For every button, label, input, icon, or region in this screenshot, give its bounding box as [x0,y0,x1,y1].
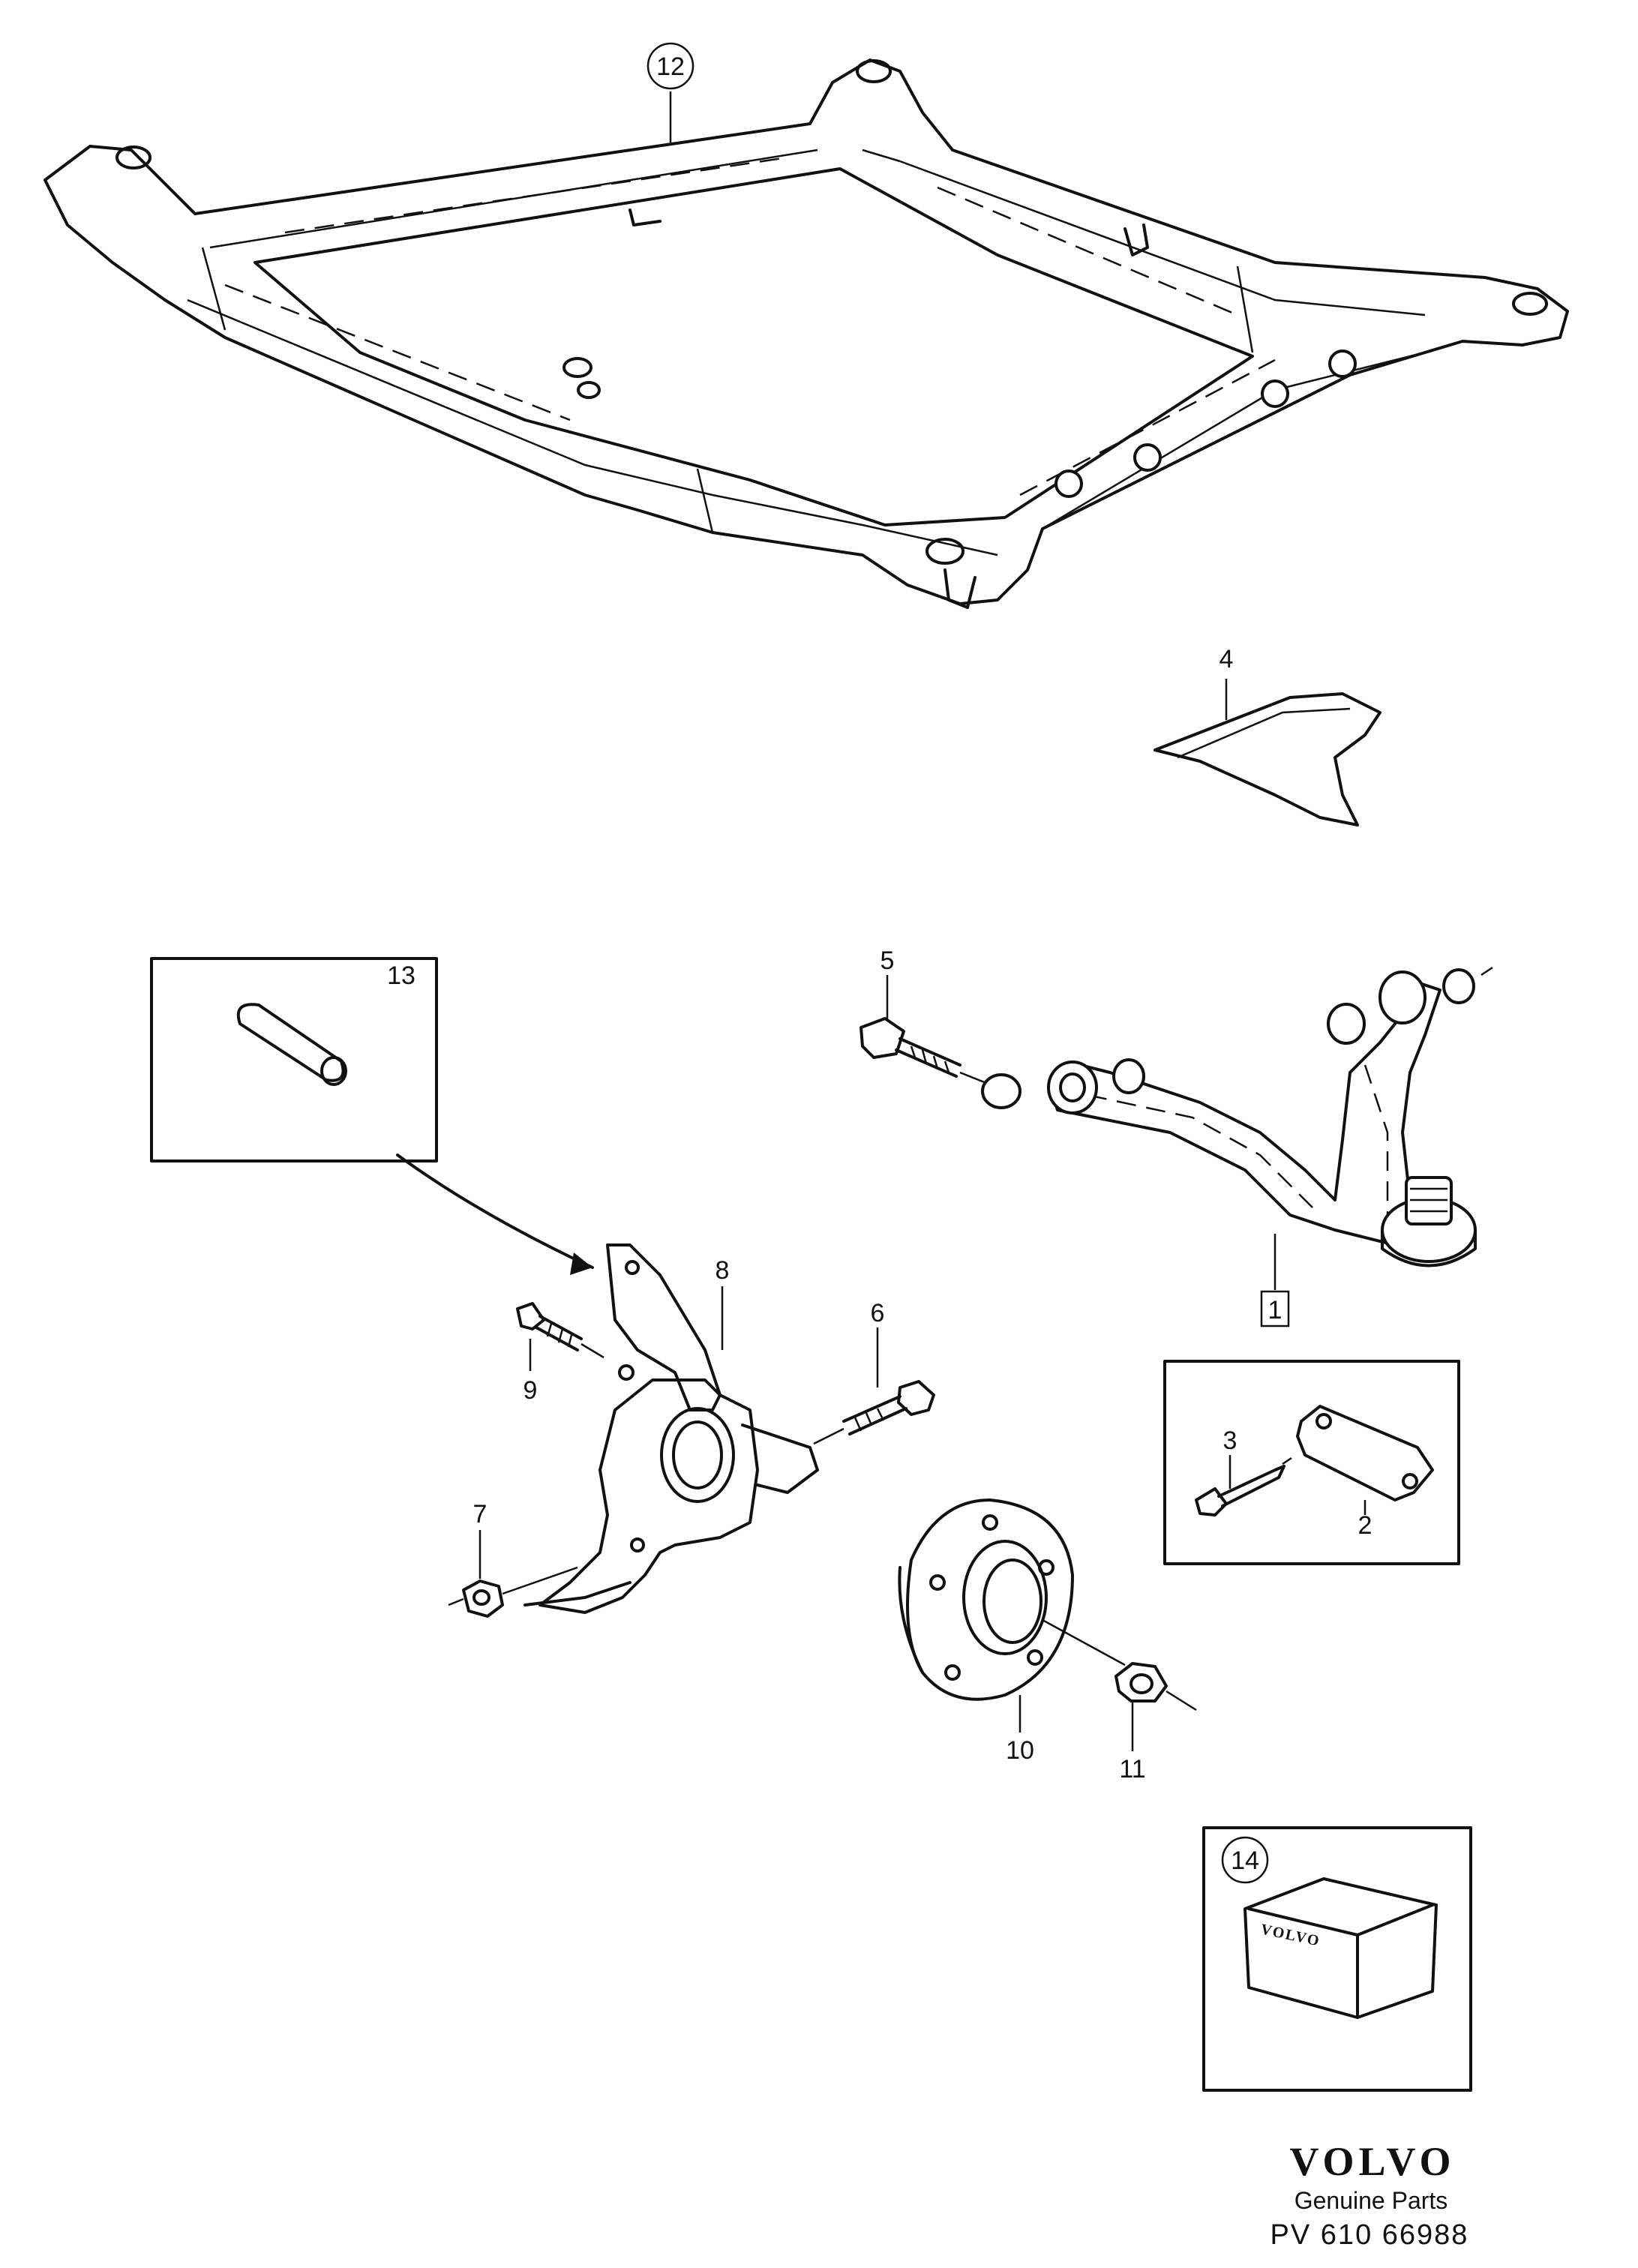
callout-1: 1 [1260,1290,1290,1328]
callout-4-label: 4 [1220,645,1234,674]
callout-11-label: 11 [1119,1755,1145,1784]
callout-13-label: 13 [387,962,416,990]
bushing-pin-inset [150,957,594,1275]
callout-3-label: 3 [1223,1426,1238,1455]
callout-10-label: 10 [1006,1736,1034,1765]
callout-12-label: 12 [656,52,685,81]
genuine-parts-text: Genuine Parts [1294,2187,1448,2214]
callout-6-label: 6 [871,1299,885,1328]
callout-1-label: 1 [1268,1296,1282,1324]
nut-7 [448,1566,578,1618]
callout-7-label: 7 [473,1500,488,1528]
steering-knuckle [524,1244,819,1614]
subframe [44,58,1569,609]
callout-9-label: 9 [524,1376,538,1405]
callout-12: 12 [646,42,694,90]
callout-14: 14 [1221,1836,1269,1884]
callout-8-label: 8 [716,1256,730,1285]
footer: VOLVO Genuine Parts PV 610 66988 [1270,2139,1469,2251]
control-arm [1047,966,1493,1268]
wheel-hub [898,1498,1126,1701]
shield [1154,692,1382,826]
callout-2-label: 2 [1358,1511,1372,1540]
bolt-6 [813,1380,935,1445]
stud-9 [516,1302,604,1359]
callout-5-label: 5 [880,946,895,975]
volvo-logo: VOLVO [1290,2139,1456,2184]
diagram-code: PV 610 66988 [1270,2219,1469,2251]
hub-nut-11 [1114,1662,1197,1712]
bolt-5 [860,1017,1022,1109]
plate-rivet-inset [1163,1360,1460,1565]
leader-lines [478,92,1366,1751]
callout-14-label: 14 [1231,1846,1259,1875]
